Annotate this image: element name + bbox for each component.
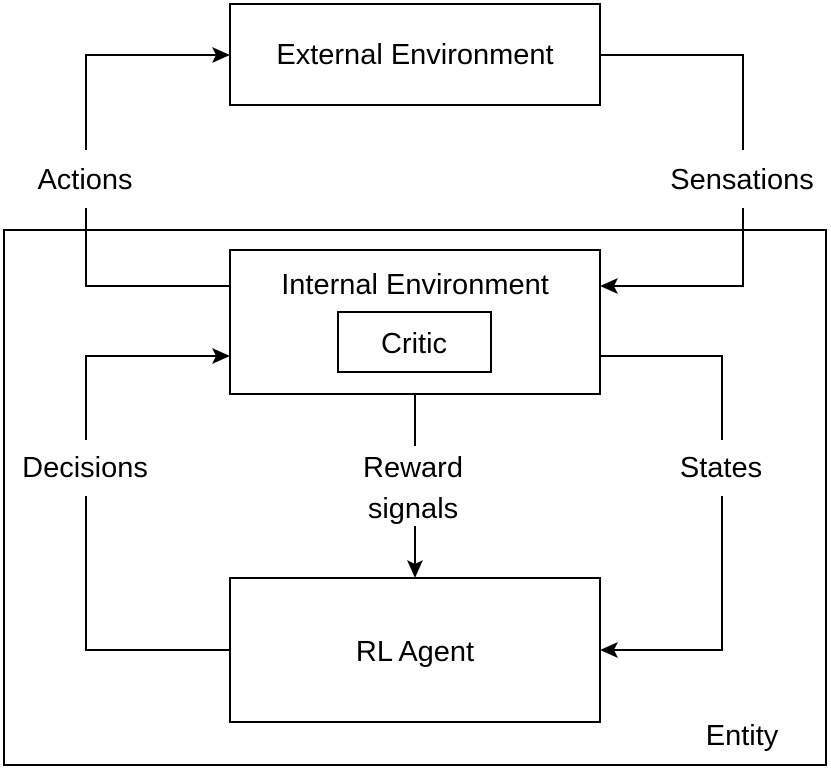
sensations-label-bg [655, 150, 829, 208]
states-label: States [680, 452, 762, 484]
internal-environment-label: Internal Environment [281, 269, 549, 301]
reward-arrowhead [407, 560, 423, 578]
reward-label-line1: Reward [363, 452, 463, 484]
reward-label-bg [352, 446, 478, 526]
reward-label-line2: signals [368, 493, 458, 525]
decisions-edge [85, 355, 230, 651]
states-edge [600, 355, 723, 651]
rl-agent-box [229, 577, 601, 723]
states-label-bg [670, 440, 774, 496]
critic-box [337, 311, 492, 373]
actions-arrowhead [212, 47, 230, 63]
states-arrowhead [600, 642, 618, 658]
decisions-arrowhead [212, 348, 230, 364]
actions-label-bg [22, 150, 150, 208]
sensations-label: Sensations [670, 164, 814, 196]
external-environment-box [229, 3, 601, 106]
critic-label: Critic [381, 328, 447, 360]
external-environment-label: External Environment [276, 39, 553, 71]
entity-label: Entity [706, 720, 779, 752]
actions-label: Actions [37, 164, 132, 196]
sensations-arrowhead [600, 278, 618, 294]
entity-frame [3, 229, 827, 766]
decisions-label-bg [10, 440, 162, 496]
rl-agent-label: RL Agent [356, 636, 474, 668]
decisions-label: Decisions [22, 452, 148, 484]
